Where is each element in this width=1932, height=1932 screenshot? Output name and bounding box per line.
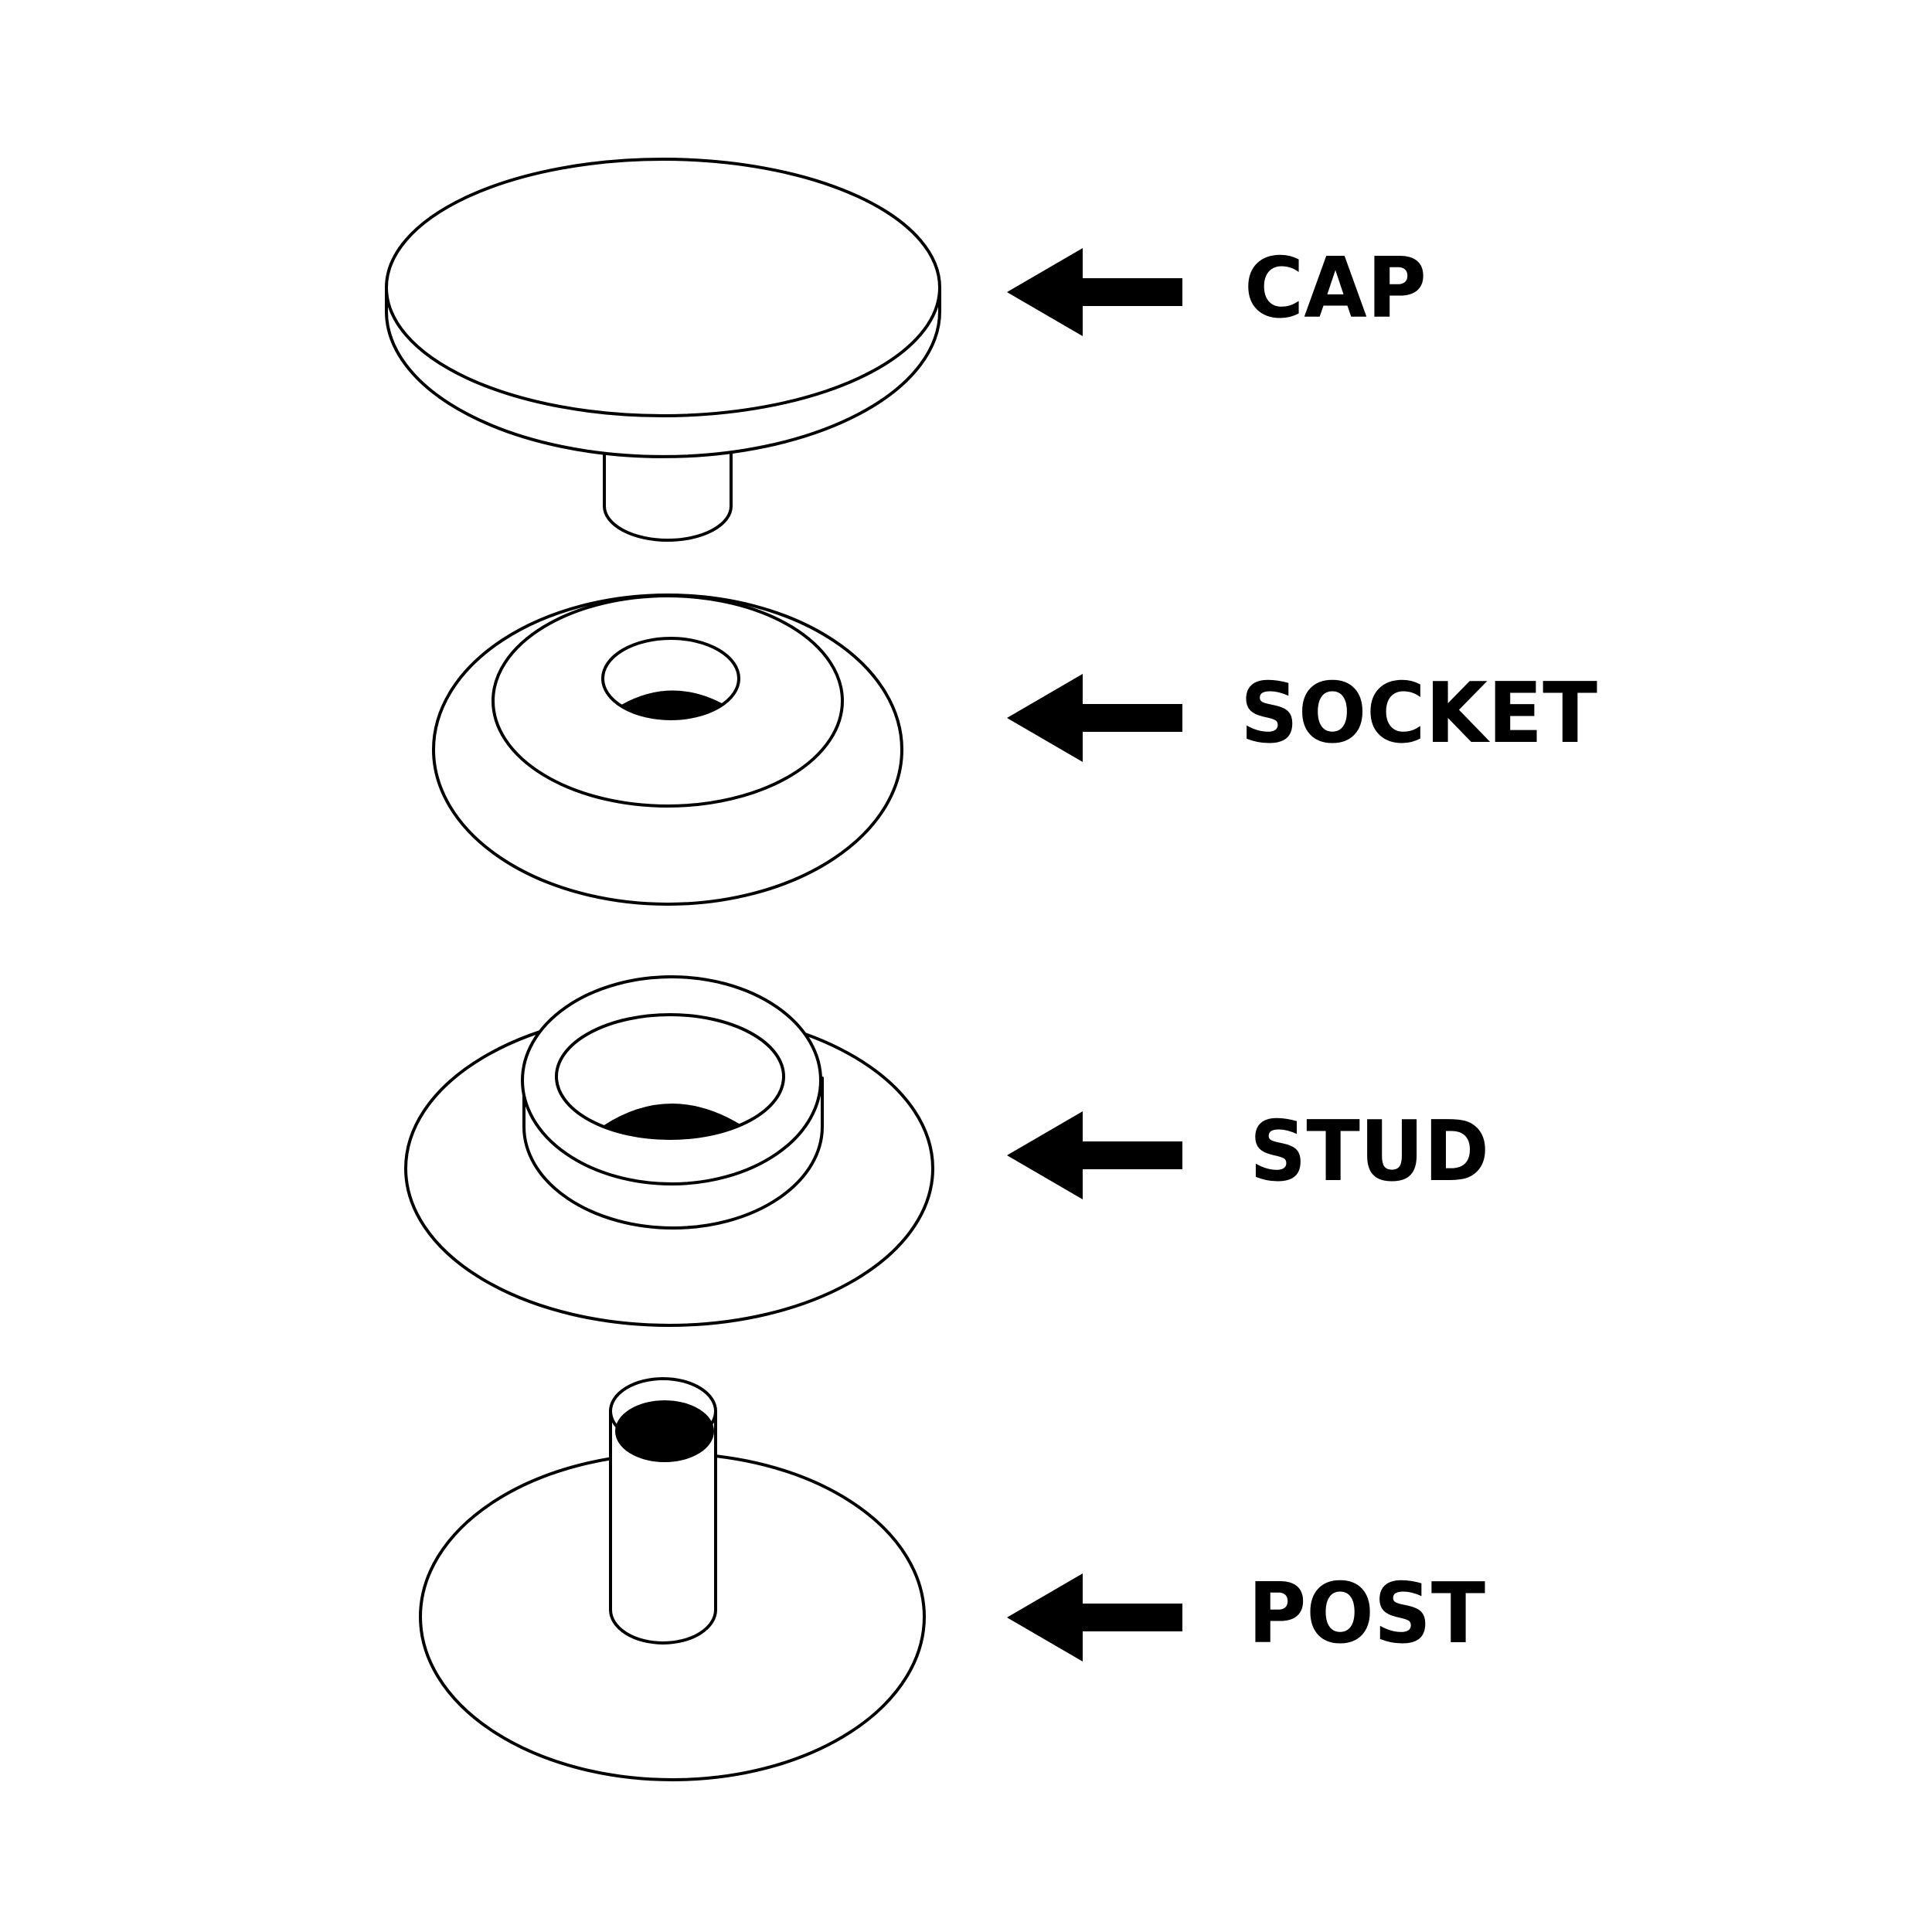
left-arrow-icon: [1007, 1111, 1182, 1199]
stud-label: STUD: [1250, 1104, 1489, 1200]
left-arrow-icon: [1007, 1573, 1182, 1662]
stud-part: [404, 975, 934, 1327]
cap-label: CAP: [1244, 240, 1427, 337]
post-label: POST: [1248, 1566, 1485, 1662]
socket-part: [432, 594, 903, 906]
left-arrow-icon: [1007, 674, 1182, 762]
socket-label: SOCKET: [1240, 665, 1597, 762]
post-part: [419, 1377, 926, 1781]
left-arrow-icon: [1007, 248, 1182, 336]
cap-part: [385, 158, 941, 542]
